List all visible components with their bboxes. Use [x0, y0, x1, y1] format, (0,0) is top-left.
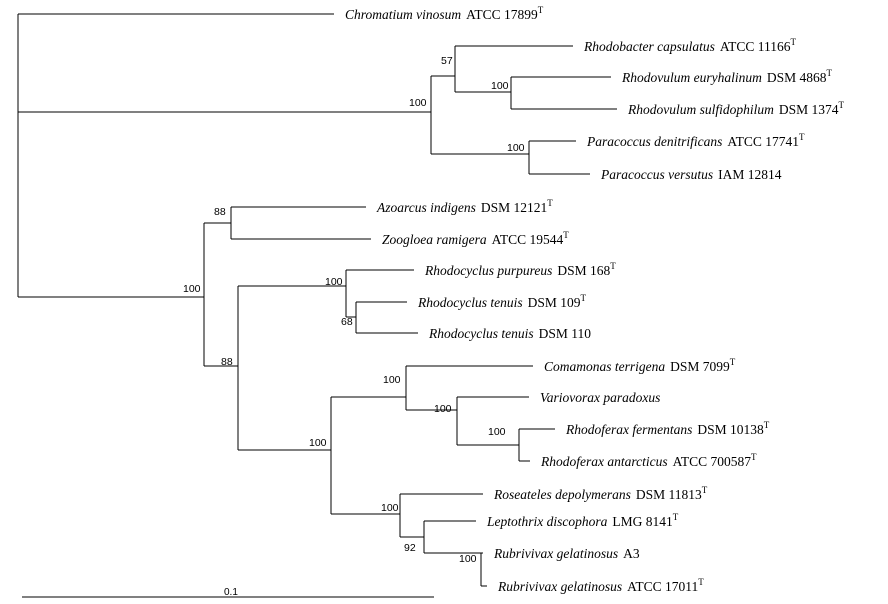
taxon-strain: ATCC 17741	[727, 134, 799, 149]
bootstrap-values: 57 100 100 100 88 100 100 68 88 100 100 100 100 100 92…	[183, 55, 525, 565]
taxon-species: Rubrivivax gelatinosus	[497, 579, 622, 594]
taxon-species: Paracoccus denitrificans	[586, 134, 722, 149]
type-strain-mark: T	[563, 230, 569, 240]
bootstrap-value: 100	[409, 97, 427, 109]
bootstrap-value: 88	[214, 206, 226, 218]
taxon-strain: ATCC 17899	[466, 7, 538, 22]
type-strain-mark: T	[673, 512, 679, 522]
type-strain-mark: T	[751, 452, 757, 462]
taxon-label: Variovorax paradoxus	[540, 390, 660, 405]
taxon-species: Paracoccus versutus	[600, 167, 713, 182]
taxon-strain: DSM 109	[528, 295, 581, 310]
taxon-species: Rubrivivax gelatinosus	[493, 546, 618, 561]
bootstrap-value: 100	[325, 276, 343, 288]
taxon-strain: LMG 8141	[612, 514, 672, 529]
type-strain-mark: T	[799, 132, 805, 142]
taxon-strain: DSM 7099	[670, 359, 730, 374]
taxon-strain: ATCC 11166	[720, 39, 791, 54]
taxon-label: Comamonas terrigena DSM 7099T	[544, 357, 736, 374]
bootstrap-value: 57	[441, 55, 453, 67]
bootstrap-value: 100	[459, 553, 477, 565]
taxon-species: Rhodocyclus tenuis	[428, 326, 534, 341]
taxon-label: Rhodovulum euryhalinum DSM 4868T	[621, 68, 833, 85]
taxon-strain: DSM 10138	[697, 422, 764, 437]
bootstrap-value: 100	[309, 437, 327, 449]
bootstrap-value: 100	[381, 502, 399, 514]
taxon-species: Rhodovulum sulfidophilum	[627, 102, 774, 117]
taxon-species: Chromatium vinosum	[345, 7, 461, 22]
type-strain-mark: T	[827, 68, 833, 78]
type-strain-mark: T	[538, 5, 544, 15]
taxon-strain: DSM 4868	[767, 70, 827, 85]
taxon-species: Rhodocyclus purpureus	[424, 263, 552, 278]
taxon-species: Rhodobacter capsulatus	[583, 39, 715, 54]
taxon-label: Rubrivivax gelatinosus ATCC 17011T	[497, 577, 704, 594]
taxon-strain: DSM 11813	[636, 487, 702, 502]
taxon-label: Rhodovulum sulfidophilum DSM 1374T	[627, 100, 845, 117]
bootstrap-value: 100	[383, 374, 401, 386]
taxon-strain: IAM 12814	[718, 167, 782, 182]
taxon-label: Leptothrix discophora LMG 8141T	[486, 512, 679, 529]
scale-bar-label: 0.1	[224, 587, 238, 598]
bootstrap-value: 100	[183, 283, 201, 295]
type-strain-mark: T	[791, 37, 797, 47]
type-strain-mark: T	[581, 293, 587, 303]
taxon-species: Comamonas terrigena	[544, 359, 665, 374]
taxon-label: Rhodobacter capsulatus ATCC 11166T	[583, 37, 797, 54]
taxon-label: Rhodocyclus purpureus DSM 168T	[424, 261, 616, 278]
tree-branches	[17, 13, 617, 587]
taxon-species: Rhodovulum euryhalinum	[621, 70, 762, 85]
taxon-strain: ATCC 17011	[627, 579, 698, 594]
type-strain-mark: T	[610, 261, 616, 271]
taxon-label: Roseateles depolymerans DSM 11813T	[493, 485, 708, 502]
taxon-species: Variovorax paradoxus	[540, 390, 660, 405]
taxon-label: Zoogloea ramigera ATCC 19544T	[382, 230, 569, 247]
taxon-strain: ATCC 19544	[492, 232, 564, 247]
taxon-strain: DSM 110	[539, 326, 592, 341]
taxon-strain: DSM 12121	[481, 200, 547, 215]
bootstrap-value: 88	[221, 356, 233, 368]
taxon-strain: A3	[623, 546, 640, 561]
taxon-strain: DSM 168	[557, 263, 610, 278]
taxon-species: Rhodocyclus tenuis	[417, 295, 523, 310]
taxon-species: Rhodoferax fermentans	[565, 422, 692, 437]
type-strain-mark: T	[764, 420, 770, 430]
taxon-species: Azoarcus indigens	[376, 200, 476, 215]
type-strain-mark: T	[702, 485, 708, 495]
bootstrap-value: 100	[491, 80, 509, 92]
bootstrap-value: 92	[404, 542, 416, 554]
scale-bar: 0.1	[22, 587, 434, 598]
taxon-strain: DSM 1374	[779, 102, 839, 117]
taxon-label: Azoarcus indigens DSM 12121T	[376, 198, 553, 215]
taxon-species: Zoogloea ramigera	[382, 232, 487, 247]
taxon-species: Leptothrix discophora	[486, 514, 608, 529]
taxon-label: Rhodocyclus tenuis DSM 110	[428, 326, 591, 341]
taxon-label: Paracoccus versutus IAM 12814	[600, 167, 782, 182]
taxon-label: Rhodoferax antarcticus ATCC 700587T	[540, 452, 757, 469]
taxon-label: Rhodoferax fermentans DSM 10138T	[565, 420, 770, 437]
taxon-species: Roseateles depolymerans	[493, 487, 631, 502]
bootstrap-value: 100	[488, 426, 506, 438]
bootstrap-value: 100	[434, 403, 452, 415]
taxon-label: Rhodocyclus tenuis DSM 109T	[417, 293, 587, 310]
type-strain-mark: T	[839, 100, 845, 110]
taxon-strain: ATCC 700587	[673, 454, 752, 469]
taxon-label: Paracoccus denitrificans ATCC 17741T	[586, 132, 805, 149]
bootstrap-value: 68	[341, 316, 353, 328]
taxon-label: Chromatium vinosum ATCC 17899T	[345, 5, 544, 22]
type-strain-mark: T	[698, 577, 704, 587]
type-strain-mark: T	[730, 357, 736, 367]
bootstrap-value: 100	[507, 142, 525, 154]
taxon-species: Rhodoferax antarcticus	[540, 454, 668, 469]
taxon-label: Rubrivivax gelatinosus A3	[493, 546, 640, 561]
type-strain-mark: T	[547, 198, 553, 208]
